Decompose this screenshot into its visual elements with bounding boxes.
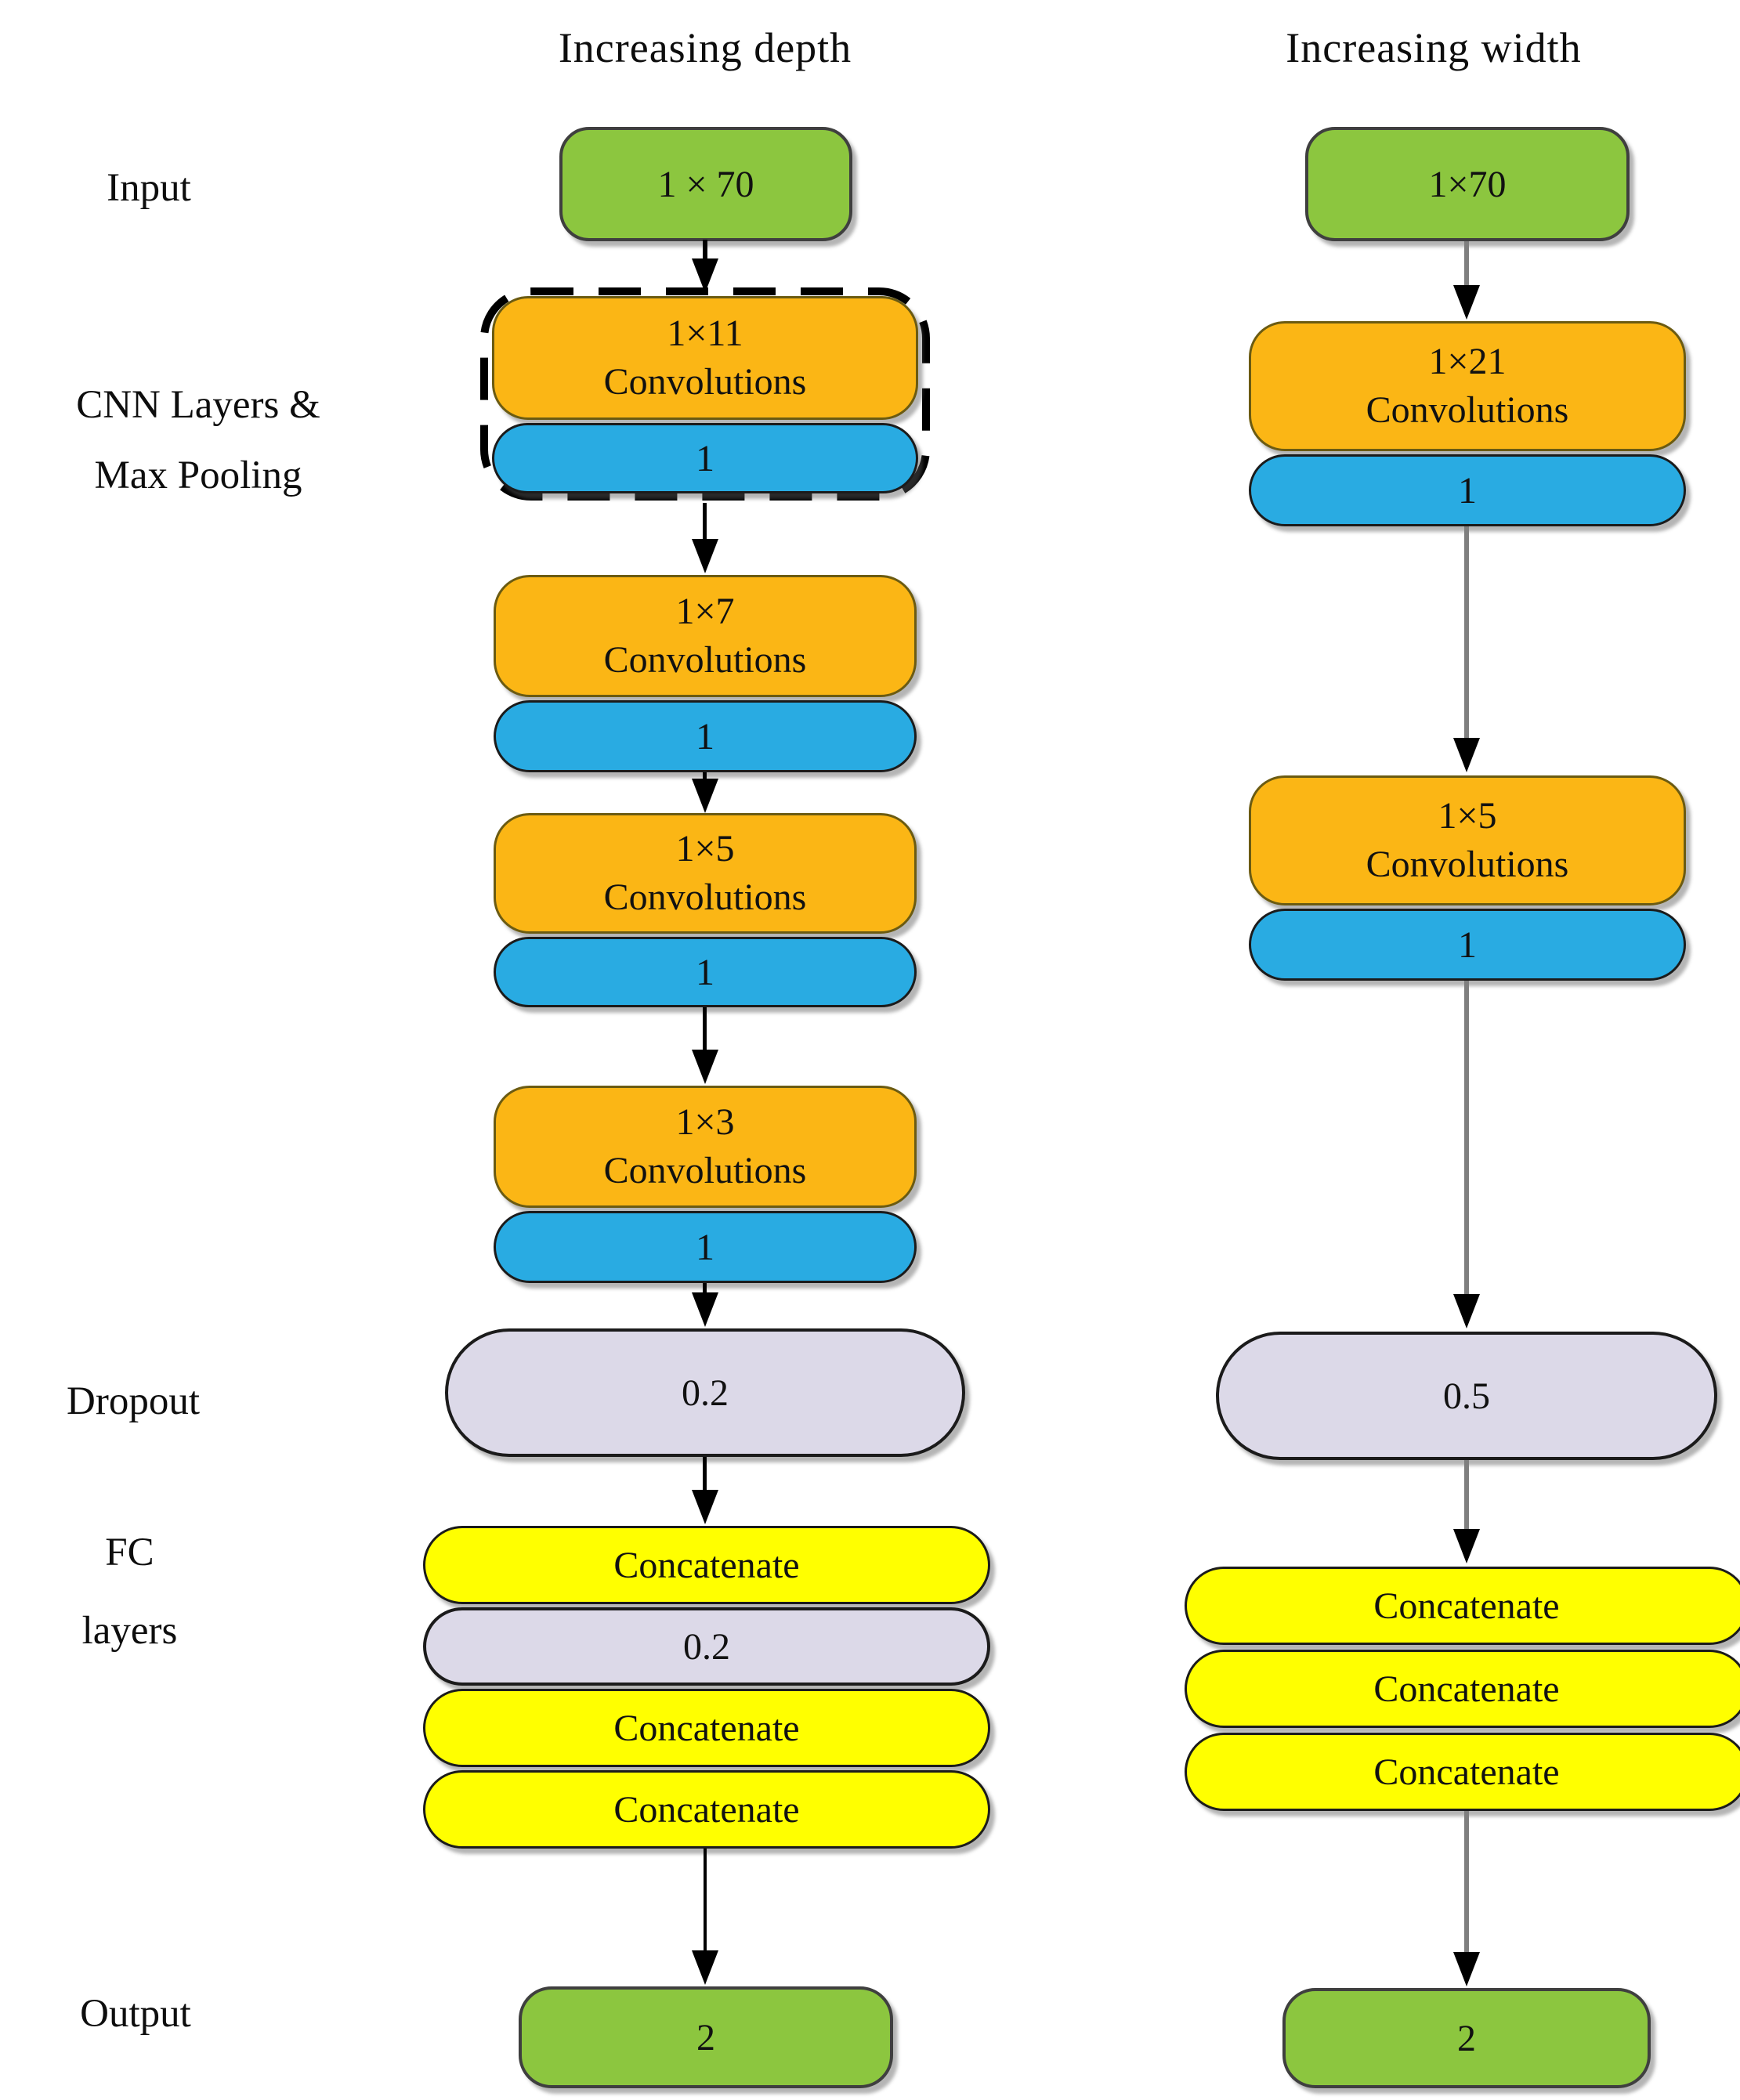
arrow-line	[703, 503, 707, 540]
arrow-head-icon	[692, 258, 718, 293]
arrow-head-icon	[692, 1490, 718, 1524]
row-label-input: Input	[107, 166, 191, 210]
arrow-head-icon	[692, 539, 718, 573]
conv-op-label: Convolutions	[1366, 844, 1569, 885]
arrow-line	[1464, 526, 1469, 739]
row-label-cnn-layers: CNN Layers & Max Pooling	[22, 370, 374, 511]
width-pool2-box: 1	[1249, 909, 1686, 981]
row-label-fc-line2: layers	[81, 1609, 178, 1653]
arrow-head-icon	[1453, 1529, 1480, 1563]
conv-kernel-label: 1×21	[1428, 341, 1507, 382]
depth-fc-concat1-box: Concatenate	[423, 1526, 990, 1604]
arrow-line	[703, 772, 707, 782]
conv-kernel-label: 1×3	[675, 1101, 735, 1143]
arrow-head-icon	[692, 1050, 718, 1084]
arrow-head-icon	[692, 779, 718, 813]
depth-conv3-box: 1×5 Convolutions	[494, 813, 917, 934]
arrow-line	[703, 1283, 707, 1296]
depth-dropout-box: 0.2	[445, 1328, 965, 1457]
width-conv1-box: 1×21 Convolutions	[1249, 321, 1686, 451]
conv-kernel-label: 1×7	[675, 591, 735, 632]
width-fc-concat2-box: Concatenate	[1185, 1650, 1740, 1728]
row-label-output: Output	[80, 1992, 191, 2036]
depth-pool1-box: 1	[492, 423, 918, 493]
arrow-head-icon	[1453, 738, 1480, 772]
width-dropout-box: 0.5	[1216, 1332, 1717, 1460]
row-label-dropout: Dropout	[67, 1379, 200, 1423]
arrow-head-icon	[1453, 1294, 1480, 1328]
arrow-line	[704, 1849, 707, 1954]
arrow-line	[1464, 241, 1469, 287]
width-fc-concat3-box: Concatenate	[1185, 1733, 1740, 1811]
depth-fc-concat3-box: Concatenate	[423, 1770, 990, 1849]
conv-op-label: Convolutions	[603, 361, 807, 403]
depth-pool2-box: 1	[494, 700, 917, 772]
row-label-fc-layers: FC layers	[45, 1513, 214, 1670]
arrow-line	[1464, 1811, 1469, 1954]
column-title-increasing-width: Increasing width	[1286, 24, 1582, 71]
arrow-head-icon	[1453, 285, 1480, 320]
width-pool1-box: 1	[1249, 454, 1686, 526]
conv-kernel-label: 1×11	[667, 313, 743, 354]
conv-op-label: Convolutions	[603, 1150, 807, 1191]
conv-kernel-label: 1×5	[1438, 795, 1497, 837]
arrow-line	[703, 1007, 707, 1051]
dashed-group-outline	[480, 287, 930, 501]
arrow-head-icon	[692, 1292, 718, 1327]
conv-kernel-label: 1×5	[675, 828, 735, 869]
depth-conv2-box: 1×7 Convolutions	[494, 575, 917, 697]
arrow-line	[1464, 1460, 1469, 1531]
conv-op-label: Convolutions	[603, 639, 807, 681]
row-label-fc-line1: FC	[105, 1531, 154, 1574]
conv-op-label: Convolutions	[1366, 389, 1569, 431]
depth-pool3-box: 1	[494, 937, 917, 1007]
row-label-cnn-line2: Max Pooling	[94, 454, 302, 497]
arrow-head-icon	[692, 1950, 718, 1985]
column-title-increasing-depth: Increasing depth	[558, 24, 852, 71]
depth-fc-dropout-box: 0.2	[423, 1607, 990, 1686]
depth-output-box: 2	[519, 1986, 893, 2088]
width-conv2-box: 1×5 Convolutions	[1249, 775, 1686, 905]
arrow-line	[1464, 981, 1469, 1296]
arrow-line	[703, 240, 707, 262]
row-label-cnn-line1: CNN Layers &	[76, 383, 320, 427]
width-output-box: 2	[1282, 1988, 1651, 2088]
depth-pool4-box: 1	[494, 1211, 917, 1283]
width-fc-concat1-box: Concatenate	[1185, 1567, 1740, 1645]
depth-input-box: 1 × 70	[559, 127, 852, 241]
arrow-line	[703, 1457, 707, 1491]
arrow-head-icon	[1453, 1952, 1480, 1986]
depth-conv1-box: 1×11 Convolutions	[492, 296, 918, 420]
width-input-box: 1×70	[1305, 127, 1630, 241]
depth-conv4-box: 1×3 Convolutions	[494, 1086, 917, 1208]
conv-op-label: Convolutions	[603, 877, 807, 918]
depth-fc-concat2-box: Concatenate	[423, 1689, 990, 1767]
